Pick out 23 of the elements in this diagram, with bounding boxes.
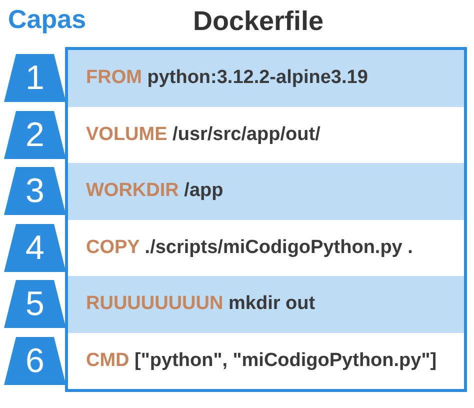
layer-number: 3 (24, 171, 46, 212)
instruction-text: FROM python:3.12.2-alpine3.19 (86, 67, 368, 90)
layer-number-tab (4, 110, 66, 159)
layer-number: 2 (24, 114, 46, 155)
instruction-text: RUUUUUUUUN mkdir out (86, 293, 316, 316)
column-heading: Capas (8, 4, 86, 35)
instruction-text: WORKDIR /app (86, 180, 224, 202)
layer-number: 6 (24, 340, 46, 381)
layer-number-tab (4, 167, 66, 216)
layer-row (68, 50, 464, 106)
layer-row (68, 276, 464, 332)
panel-title: Dockerfile (193, 6, 324, 37)
layer-number-tab (4, 280, 66, 328)
layer-number-tab (4, 54, 66, 102)
instruction-text: CMD ["python", "miCodigoPython.py"] (86, 350, 437, 372)
layer-number: 5 (24, 284, 46, 324)
layer-number-tab (4, 224, 66, 272)
instruction-text: VOLUME /usr/src/app/out/ (86, 124, 320, 146)
layer-number-tab (4, 336, 66, 385)
layer-number: 1 (24, 58, 46, 98)
layer-row (68, 163, 464, 220)
instruction-text: COPY ./scripts/miCodigoPython.py . (86, 236, 413, 259)
layer-number: 4 (24, 228, 46, 268)
